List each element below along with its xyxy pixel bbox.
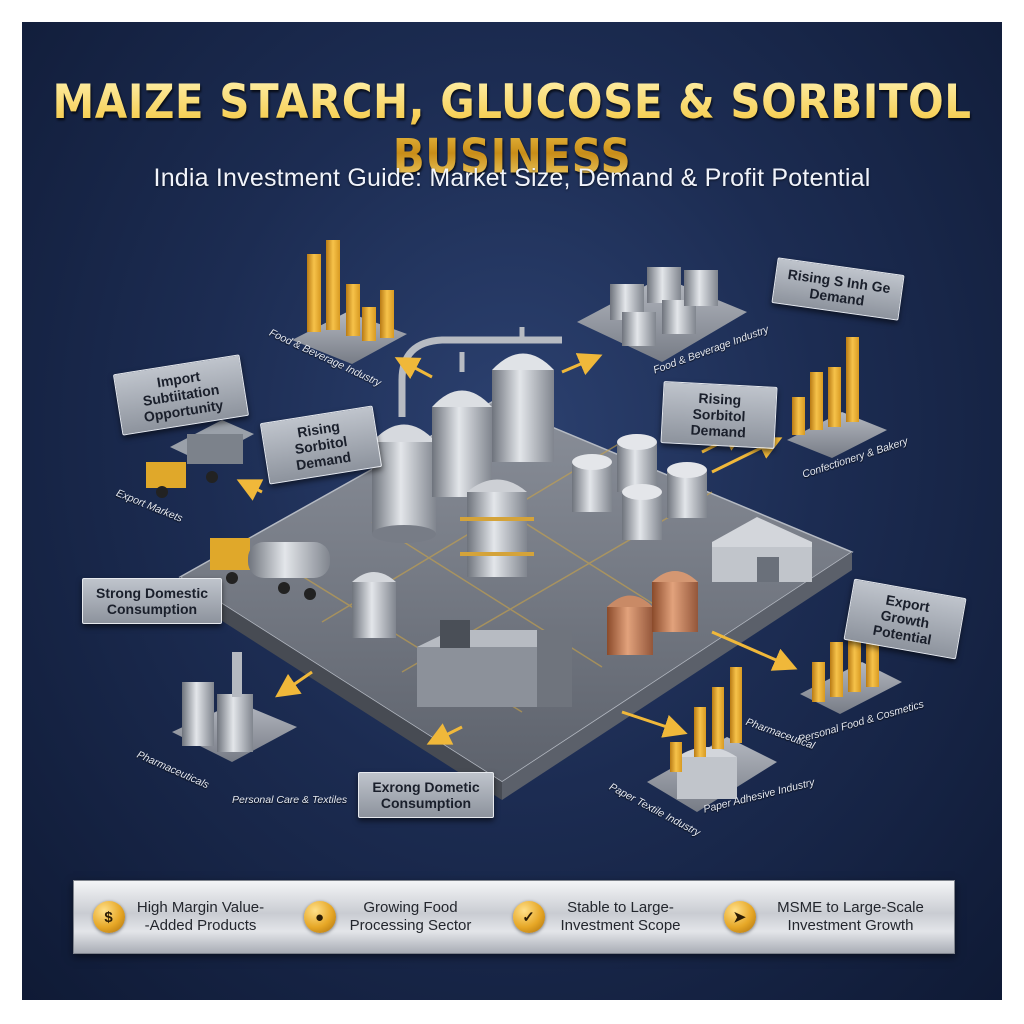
dollar-icon: $: [92, 901, 125, 933]
bar-cluster-export: [800, 627, 902, 714]
feature-investment-scope: ✓ Stable to Large-Investment Scope: [512, 899, 687, 935]
feature-msme-growth: ➤ MSME to Large-Scale Investment Growth: [723, 899, 936, 935]
copper-tanks: [607, 571, 698, 655]
bar-cluster-right: [787, 337, 887, 458]
tanker-truck-left: [210, 538, 330, 600]
warehouse-right: [712, 517, 812, 582]
check-icon: ✓: [512, 901, 545, 933]
silo-group: [372, 327, 562, 543]
feature-label: High Margin Value--Added Products: [136, 899, 265, 934]
people-icon: ●: [303, 901, 336, 933]
reactor-group: [352, 479, 534, 638]
feature-food-processing: ● Growing Food Processing Sector: [303, 899, 476, 935]
tank-cluster-right: [572, 434, 707, 540]
pharma-unit: [172, 652, 297, 762]
feature-label: MSME to Large-Scale Investment Growth: [777, 899, 924, 934]
growth-bird-icon: ➤: [723, 901, 756, 933]
subtitle: India Investment Guide: Market Size, Dem…: [153, 164, 871, 192]
feature-label: Growing Food Processing Sector: [349, 899, 472, 934]
warehouse-bottom-right: [647, 737, 777, 812]
boiler-house: [417, 620, 572, 707]
poster: MAIZE STARCH, GLUCOSE & SORBITOL BUSINES…: [22, 22, 1002, 1000]
main-title: MAIZE STARCH, GLUCOSE & SORBITOL BUSINES…: [22, 74, 1002, 184]
feature-label: Stable to Large-Investment Scope: [560, 899, 681, 934]
bar-cluster-bottom: [670, 667, 742, 772]
label-personal-care: Personal Care & Textiles: [232, 794, 348, 806]
feature-high-margin: $ High Margin Value--Added Products: [92, 899, 267, 935]
callout-rising-sorbitol-right: Rising Sorbitol Demand: [660, 381, 778, 450]
plant-scene: [146, 240, 902, 812]
callout-exrong-domestic: Exrong Dometic Consumption: [358, 772, 494, 819]
truck-top-left: [146, 420, 254, 498]
bar-cluster-top-left: [292, 240, 407, 364]
callout-strong-domestic: Strong Domestic Consumption: [82, 578, 222, 625]
feature-bar: $ High Margin Value--Added Products ● Gr…: [73, 880, 955, 954]
tank-farm-top: [577, 267, 747, 362]
